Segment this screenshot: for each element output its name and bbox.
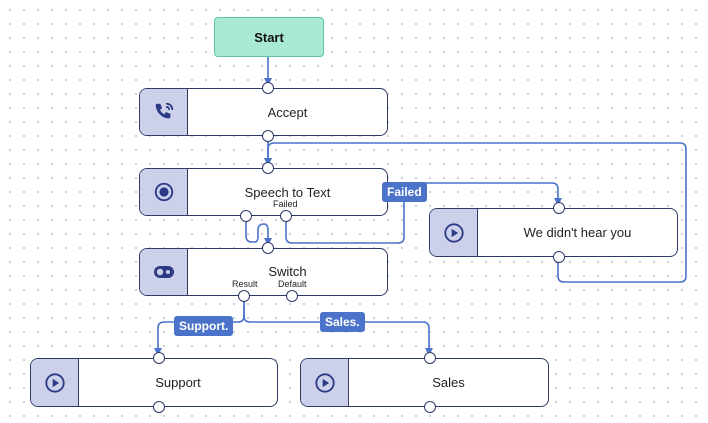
speech-output-port[interactable] — [240, 210, 252, 222]
support-input-port[interactable] — [153, 352, 165, 364]
sales-label: Sales — [432, 375, 465, 390]
no-hear-input-port[interactable] — [553, 202, 565, 214]
speech-input-port[interactable] — [262, 162, 274, 174]
record-icon — [140, 169, 188, 215]
wire-speech-switch — [245, 216, 272, 246]
edge-label-sales[interactable]: Sales. — [320, 312, 365, 332]
wire-nohear-loop — [264, 142, 687, 283]
play-icon — [430, 209, 478, 256]
support-node[interactable]: Support — [30, 352, 278, 413]
play-icon — [301, 359, 349, 406]
support-output-port[interactable] — [153, 401, 165, 413]
phone-ringing-icon — [140, 89, 188, 135]
no-hear-label: We didn't hear you — [523, 225, 632, 240]
switch-input-port[interactable] — [262, 242, 274, 254]
no-hear-node[interactable]: We didn't hear you — [429, 202, 678, 263]
speech-to-text-label: Speech to Text — [244, 184, 331, 200]
switch-result-port-label: Result — [232, 279, 258, 289]
edge-label-failed[interactable]: Failed — [382, 182, 427, 202]
switch-default-port[interactable] — [286, 290, 298, 302]
switch-default-port-label: Default — [278, 279, 307, 289]
switch-result-port[interactable] — [238, 290, 250, 302]
accept-output-port[interactable] — [262, 130, 274, 142]
speech-failed-port-label: Failed — [273, 199, 298, 209]
speech-failed-port[interactable] — [280, 210, 292, 222]
sales-input-port[interactable] — [424, 352, 436, 364]
sales-node[interactable]: Sales — [300, 352, 549, 413]
accept-input-port[interactable] — [262, 82, 274, 94]
edge-label-support[interactable]: Support. — [174, 316, 234, 336]
start-node[interactable]: Start — [214, 17, 324, 57]
sales-output-port[interactable] — [424, 401, 436, 413]
wire-failed-nohear — [285, 182, 562, 244]
support-label: Support — [155, 375, 201, 390]
switch-node[interactable]: Switch Result Default — [139, 242, 388, 302]
toggle-icon — [140, 249, 188, 295]
accept-node[interactable]: Accept — [139, 82, 388, 142]
switch-label: Switch — [268, 264, 307, 279]
no-hear-output-port[interactable] — [553, 251, 565, 263]
play-icon — [31, 359, 79, 406]
accept-label: Accept — [267, 104, 308, 120]
speech-to-text-node[interactable]: Speech to Text Failed — [139, 162, 388, 222]
